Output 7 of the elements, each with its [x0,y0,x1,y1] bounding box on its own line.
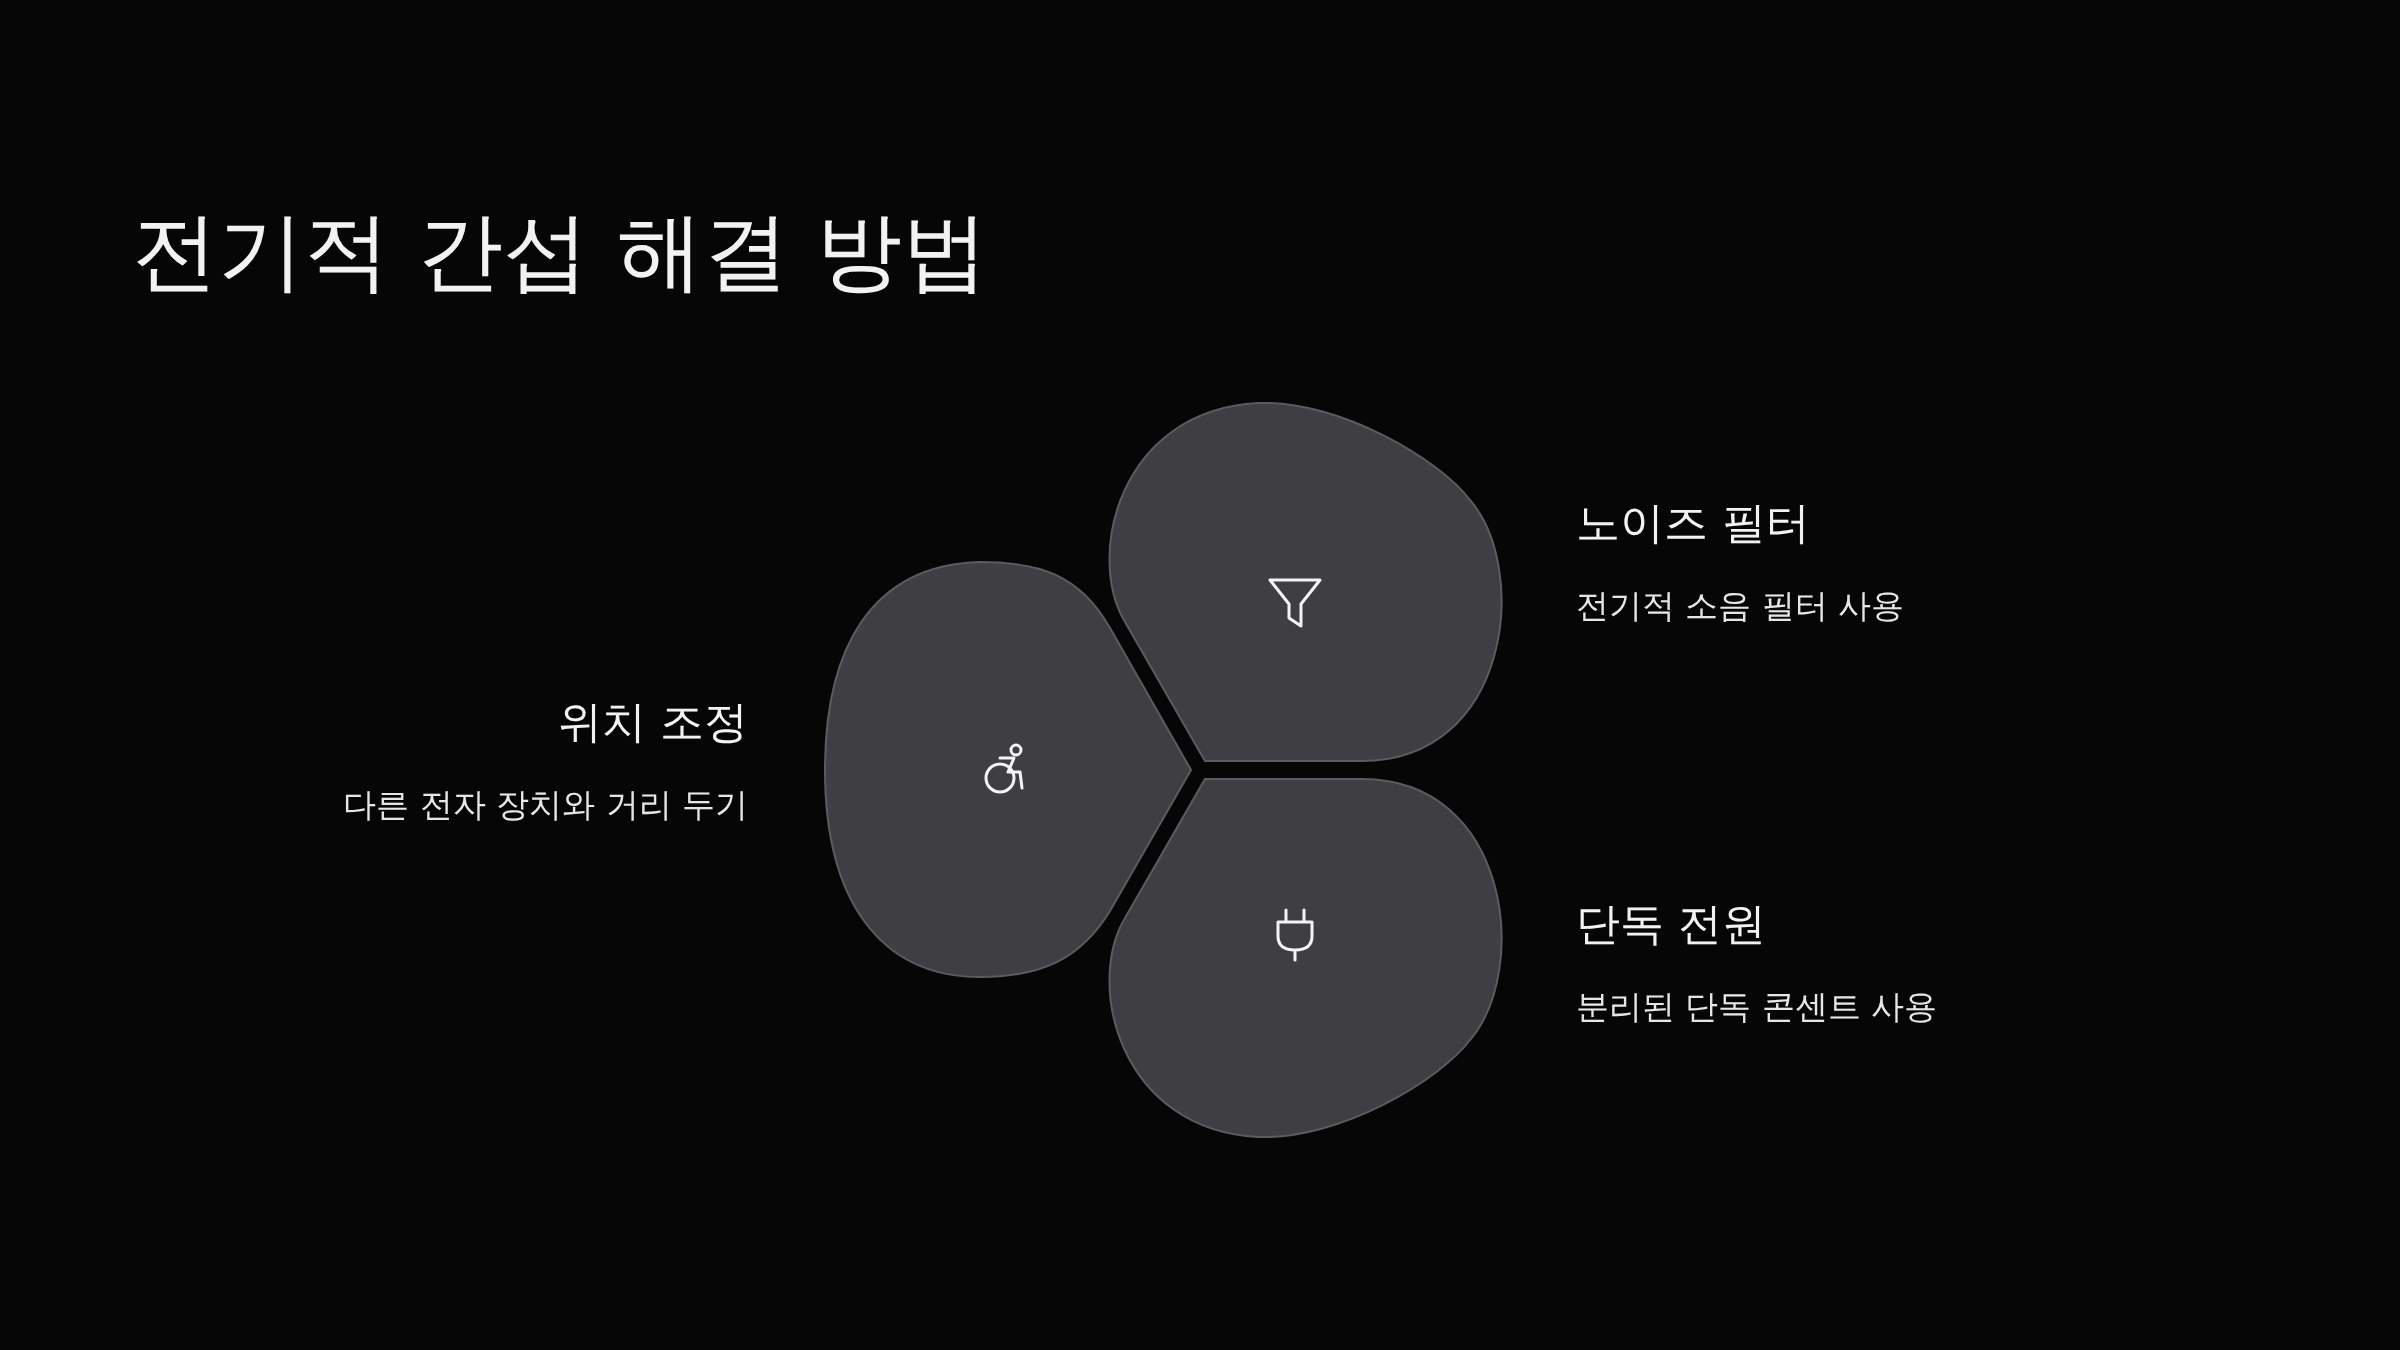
title: 전기적 간섭 해결 방법 [132,200,988,303]
description: 전기적 소음 필터 사용 [1576,586,1905,626]
description: 분리된 단독 콘센트 사용 [1576,987,1938,1027]
description: 다른 전자 장치와 거리 두기 [343,785,748,825]
heading: 노이즈 필터 [1576,497,1810,551]
heading: 단독 전원 [1576,898,1766,952]
heading: 위치 조정 [558,696,748,750]
